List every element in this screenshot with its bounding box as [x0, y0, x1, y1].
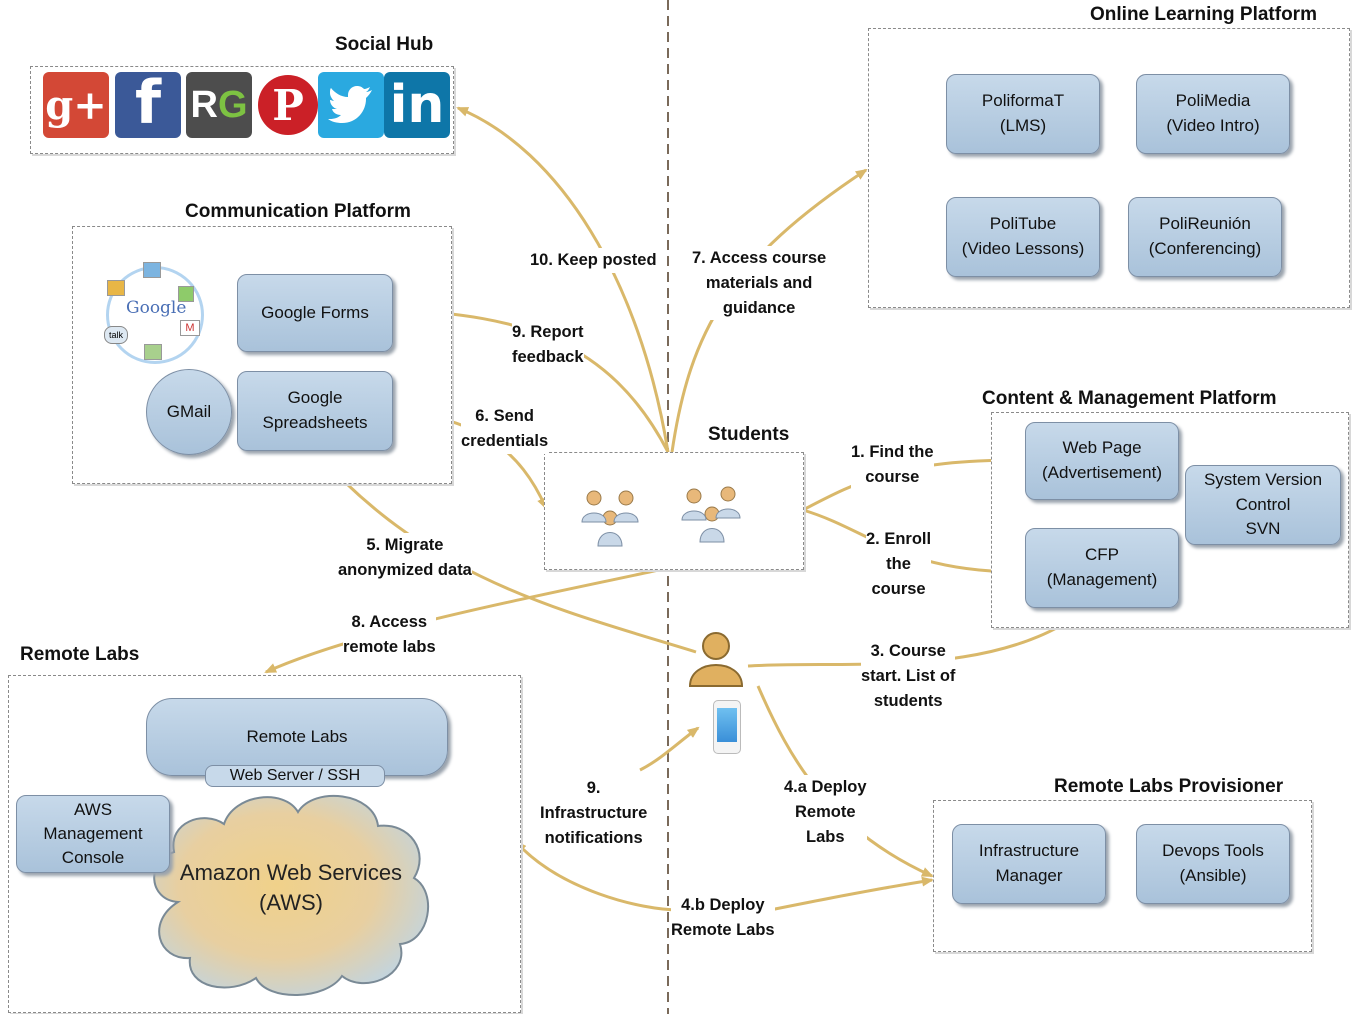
talk-icon: talk: [104, 326, 128, 344]
smartphone-icon: [713, 700, 741, 754]
google-forms-node[interactable]: Google Forms: [237, 274, 393, 352]
arrow-keep-posted: [456, 106, 670, 453]
students-title: Students: [708, 424, 790, 445]
web-server-ssh-node[interactable]: Web Server / SSH: [205, 765, 385, 787]
aws-console-node[interactable]: AWS Management Console: [16, 795, 170, 873]
calendar-icon: [107, 280, 125, 296]
provisioner-title: Remote Labs Provisioner: [1054, 776, 1284, 797]
polimedia-node[interactable]: PoliMedia (Video Intro): [1136, 74, 1290, 154]
google-spreadsheets-node[interactable]: Google Spreadsheets: [237, 371, 393, 451]
students-box: [544, 452, 804, 570]
facebook-icon[interactable]: f: [115, 68, 181, 138]
politube-node[interactable]: PoliTube (Video Lessons): [946, 197, 1100, 277]
aws-label: Amazon Web Services (AWS): [179, 860, 403, 915]
cfp-node[interactable]: CFP (Management): [1025, 528, 1179, 608]
edge-label-keep-posted: 10. Keep posted: [530, 248, 657, 273]
arrow-deploy-4b-right: [759, 876, 934, 914]
linkedin-icon[interactable]: in: [384, 72, 450, 138]
sites-icon: [178, 286, 194, 302]
web-page-node[interactable]: Web Page (Advertisement): [1025, 422, 1179, 500]
edge-label-deploy-4a: 4.a Deploy Remote Labs: [784, 775, 867, 850]
twitter-icon[interactable]: [318, 72, 384, 138]
edge-label-find-course: 1. Find the course: [851, 440, 934, 490]
social-hub-title: Social Hub: [335, 34, 434, 55]
edge-label-infra-notifications: 9. Infrastructure notifications: [540, 776, 648, 851]
edge-label-report-feedback: 9. Report feedback: [512, 320, 584, 370]
edge-label-deploy-4b: 4.b Deploy Remote Labs: [671, 893, 775, 943]
remote-labs-title: Remote Labs: [20, 644, 140, 665]
content-management-title: Content & Management Platform: [982, 388, 1277, 409]
svn-node[interactable]: System Version Control SVN: [1185, 465, 1341, 545]
students-group-icon: [581, 490, 639, 547]
edge-label-enroll-course: 2. Enroll the course: [866, 527, 932, 602]
poliformat-node[interactable]: PoliformaT (LMS): [946, 74, 1100, 154]
devops-tools-node[interactable]: Devops Tools (Ansible): [1136, 824, 1290, 904]
edge-label-access-materials: 7. Access course materials and guidance: [692, 246, 827, 321]
edge-label-access-labs: 8. Access remote labs: [343, 610, 436, 660]
arrow-infra-notifications: [639, 726, 700, 772]
edge-label-send-credentials: 6. Send credentials: [461, 404, 549, 454]
google-logo: Google: [126, 298, 187, 318]
students-group-icon-2: [681, 486, 741, 543]
edge-label-migrate-data: 5. Migrate anonymized data: [338, 533, 472, 583]
aws-cloud-icon: [153, 794, 429, 996]
gmail-icon: M: [180, 320, 200, 336]
docs-icon: [143, 262, 161, 278]
edge-label-course-start: 3. Course start. List of students: [861, 639, 956, 714]
polireunion-node[interactable]: PoliReunión (Conferencing): [1128, 197, 1282, 277]
online-learning-title: Online Learning Platform: [1090, 4, 1317, 25]
arrow-deploy-4b-left: [514, 840, 681, 912]
teacher-icon: [688, 632, 744, 687]
communication-title: Communication Platform: [185, 201, 411, 222]
gmail-node[interactable]: GMail: [146, 369, 232, 455]
arrow-access-labs: [264, 566, 669, 674]
spreadsheet-icon: [144, 344, 162, 360]
pinterest-icon[interactable]: P: [255, 72, 321, 138]
infrastructure-manager-node[interactable]: Infrastructure Manager: [952, 824, 1106, 904]
google-plus-icon[interactable]: g+: [43, 72, 109, 138]
